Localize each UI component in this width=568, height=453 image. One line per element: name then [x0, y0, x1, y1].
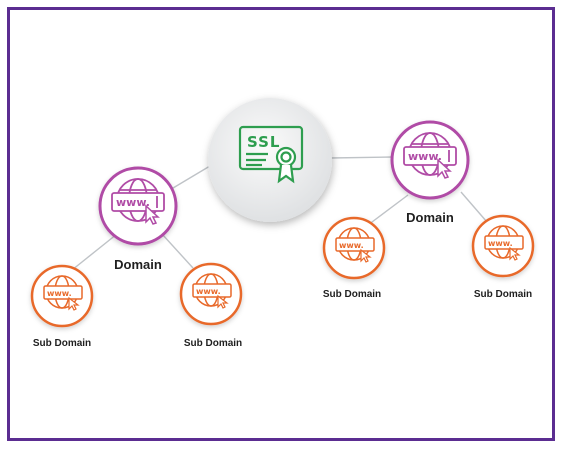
svg-text:www.: www. [47, 289, 72, 298]
connector-domain-right-sub-2 [460, 191, 488, 223]
globe-cursor-icon: www. [43, 275, 83, 311]
subdomain-label: Sub Domain [323, 289, 381, 300]
subdomain-label: Sub Domain [474, 289, 532, 300]
domain-node-left: www. Domain [98, 166, 178, 272]
connector-domain-left-sub-2 [161, 233, 194, 269]
svg-text:www.: www. [116, 196, 150, 209]
globe-cursor-icon: www. [484, 225, 524, 261]
globe-cursor-icon: www. [111, 178, 165, 225]
ssl-node: SSL [208, 98, 332, 222]
globe-cursor-icon: www. [192, 273, 232, 309]
outer-frame [7, 7, 555, 441]
connector-domain-left-sub-1 [71, 233, 118, 271]
domain-label: Domain [406, 210, 454, 225]
svg-text:www.: www. [408, 150, 442, 163]
svg-text:www.: www. [196, 287, 221, 296]
domain-node-right: www. Domain [390, 120, 470, 225]
ssl-certificate-icon: SSL [238, 125, 304, 184]
subdomain-label: Sub Domain [33, 338, 91, 349]
domain-label: Domain [114, 257, 162, 272]
ssl-label: SSL [247, 133, 281, 151]
subdomain-node-left-2: www. Sub Domain [179, 262, 243, 349]
connector-ssl-domain-right [329, 156, 394, 159]
subdomain-node-left-1: www. Sub Domain [30, 264, 94, 349]
svg-text:www.: www. [339, 241, 364, 250]
subdomain-label: Sub Domain [184, 338, 242, 349]
subdomain-node-right-2: www. Sub Domain [471, 214, 535, 300]
connector-domain-right-sub-1 [367, 194, 409, 226]
svg-text:www.: www. [488, 239, 513, 248]
globe-cursor-icon: www. [335, 227, 375, 263]
subdomain-node-right-1: www. Sub Domain [322, 216, 386, 300]
globe-cursor-icon: www. [403, 132, 457, 179]
